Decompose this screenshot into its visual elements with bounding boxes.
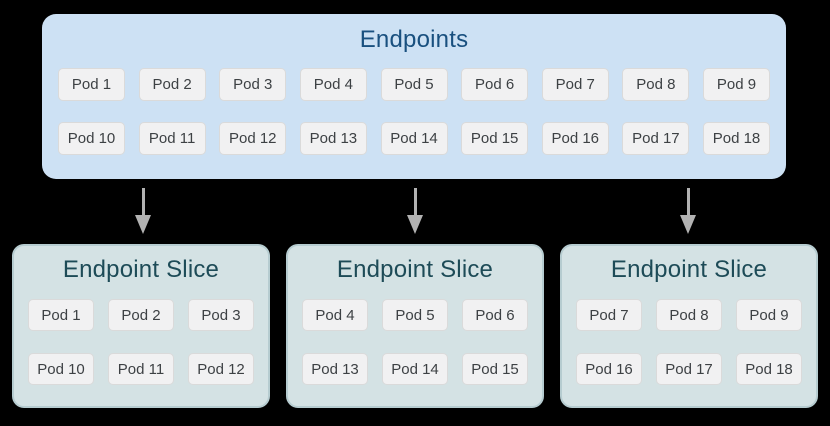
down-arrow-icon (407, 188, 423, 234)
endpoint-slice-box-2: Endpoint Slice Pod 4 Pod 5 Pod 6 Pod 13 … (286, 244, 544, 408)
arrow-head (135, 215, 151, 234)
pod: Pod 1 (28, 299, 94, 331)
endpoint-slice-title: Endpoint Slice (62, 256, 220, 283)
pod: Pod 4 (299, 68, 367, 101)
pod: Pod 1 (58, 68, 125, 101)
pod: Pod 9 (703, 68, 770, 101)
pod: Pod 8 (656, 299, 722, 331)
pod: Pod 11 (138, 122, 206, 155)
pod: Pod 17 (656, 353, 722, 385)
pod: Pod 15 (461, 122, 529, 155)
arrow-shaft (413, 188, 417, 215)
pod: Pod 7 (576, 299, 642, 331)
slice-pod-row-1: Pod 4 Pod 5 Pod 6 (288, 299, 542, 331)
pod: Pod 8 (622, 68, 690, 101)
slice-pod-row-2: Pod 13 Pod 14 Pod 15 (288, 353, 542, 385)
pod: Pod 13 (302, 353, 368, 385)
slice-pod-row-2: Pod 10 Pod 11 Pod 12 (14, 353, 268, 385)
pod: Pod 16 (541, 122, 609, 155)
pod: Pod 3 (188, 299, 254, 331)
pod: Pod 5 (380, 68, 448, 101)
pod: Pod 11 (108, 353, 174, 385)
pod: Pod 5 (382, 299, 448, 331)
endpoint-slice-title: Endpoint Slice (610, 256, 768, 283)
endpoints-box: Endpoints Pod 1 Pod 2 Pod 3 Pod 4 Pod 5 … (42, 14, 786, 179)
slice-pod-row-2: Pod 16 Pod 17 Pod 18 (562, 353, 816, 385)
endpoint-slice-box-3: Endpoint Slice Pod 7 Pod 8 Pod 9 Pod 16 … (560, 244, 818, 408)
pod: Pod 6 (462, 299, 528, 331)
pod: Pod 7 (541, 68, 609, 101)
pod: Pod 17 (622, 122, 690, 155)
pod: Pod 14 (380, 122, 448, 155)
pod: Pod 10 (28, 353, 94, 385)
pod: Pod 18 (736, 353, 802, 385)
arrow-shaft (141, 188, 145, 215)
endpoints-pod-row-2: Pod 10 Pod 11 Pod 12 Pod 13 Pod 14 Pod 1… (42, 122, 786, 155)
endpoints-pod-row-1: Pod 1 Pod 2 Pod 3 Pod 4 Pod 5 Pod 6 Pod … (42, 68, 786, 101)
pod: Pod 14 (382, 353, 448, 385)
pod: Pod 6 (461, 68, 529, 101)
pod: Pod 18 (703, 122, 770, 155)
pod: Pod 2 (138, 68, 206, 101)
down-arrow-icon (135, 188, 151, 234)
endpoints-title: Endpoints (359, 26, 469, 53)
endpoint-slice-title: Endpoint Slice (336, 256, 494, 283)
pod: Pod 4 (302, 299, 368, 331)
down-arrow-icon (680, 188, 696, 234)
endpoint-slice-box-1: Endpoint Slice Pod 1 Pod 2 Pod 3 Pod 10 … (12, 244, 270, 408)
slice-pod-row-1: Pod 7 Pod 8 Pod 9 (562, 299, 816, 331)
pod: Pod 3 (219, 68, 287, 101)
arrow-head (680, 215, 696, 234)
pod: Pod 12 (188, 353, 254, 385)
pod: Pod 13 (299, 122, 367, 155)
pod: Pod 10 (58, 122, 125, 155)
arrow-shaft (686, 188, 690, 215)
arrow-head (407, 215, 423, 234)
slice-pod-row-1: Pod 1 Pod 2 Pod 3 (14, 299, 268, 331)
pod: Pod 12 (219, 122, 287, 155)
pod: Pod 2 (108, 299, 174, 331)
pod: Pod 16 (576, 353, 642, 385)
pod: Pod 15 (462, 353, 528, 385)
pod: Pod 9 (736, 299, 802, 331)
